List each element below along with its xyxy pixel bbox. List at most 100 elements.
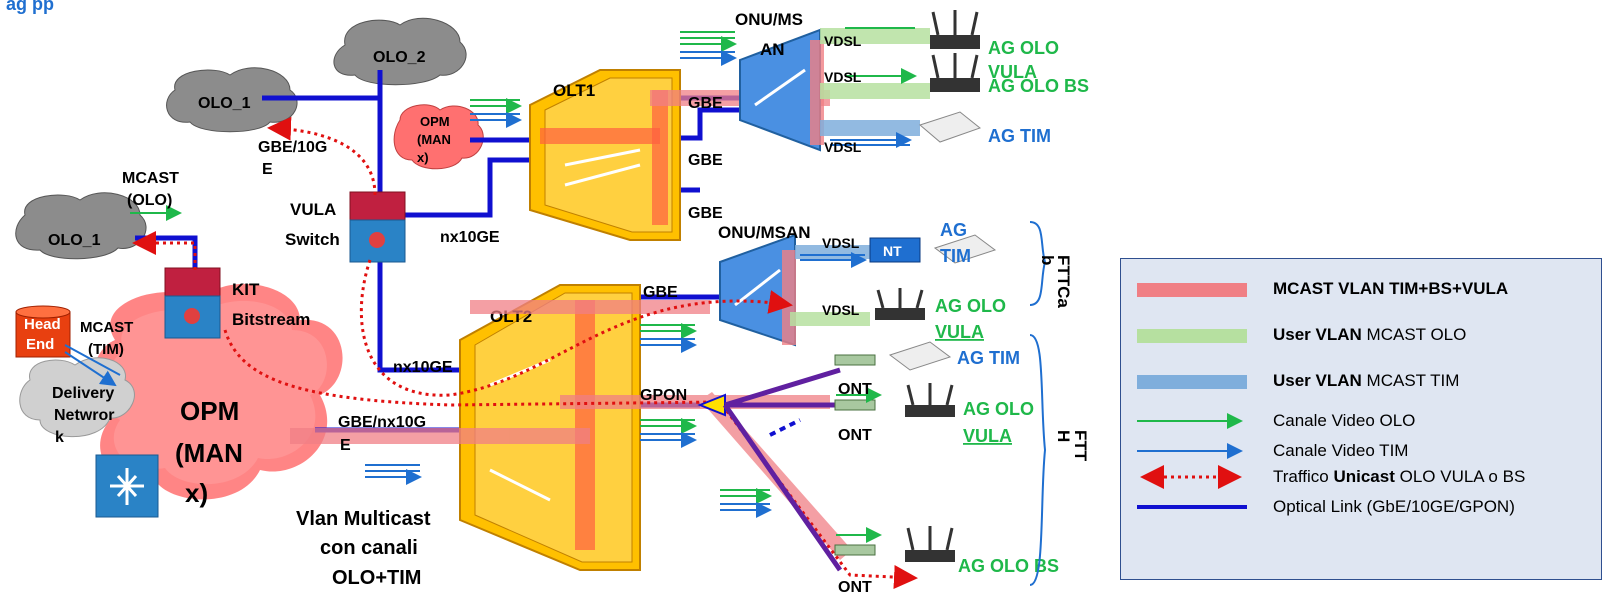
opm-small-cloud: OPM (MAN x) xyxy=(393,104,484,170)
olo-1-top-cloud: OLO_1 xyxy=(166,67,298,133)
opm-man-cloud: OPM (MAN x) xyxy=(91,283,343,508)
gbe-label-3: GBE xyxy=(688,205,723,222)
olo-vlan-band-2 xyxy=(820,83,930,99)
legend-item-3: User VLAN MCAST TIM xyxy=(1273,371,1460,390)
legend-swatch-olo-vlan xyxy=(1137,329,1247,343)
opm-small-label-1: OPM xyxy=(420,114,450,129)
olt2: OLT2 xyxy=(459,284,641,571)
opm-label-3: x) xyxy=(185,478,208,508)
gbe-label-2: GBE xyxy=(688,152,723,169)
legend-item-2: User VLAN MCAST OLO xyxy=(1273,325,1467,344)
ag-tim-label-1: AG TIM xyxy=(988,126,1051,146)
vula-label-2: Switch xyxy=(285,230,340,249)
gbe-label-1: GBE xyxy=(688,95,723,112)
legend-swatch-mcast xyxy=(1137,283,1247,297)
section-braces xyxy=(1029,221,1047,586)
vdsl-label-1: VDSL xyxy=(824,33,862,49)
legend-item-5: Canale Video TIM xyxy=(1273,441,1409,460)
olo-2-cloud: OLO_2 xyxy=(333,17,467,86)
router-icon xyxy=(95,454,159,518)
olo-vlan-band-3 xyxy=(790,312,870,326)
gbe-nx10g-label-2: E xyxy=(340,437,351,454)
vdsl-label-3: VDSL xyxy=(824,139,862,155)
head-end-label-1: Head xyxy=(24,316,61,333)
mcast-olo-label-1: MCAST xyxy=(122,170,179,187)
ag-olo-bs-label-1: AG OLO BS xyxy=(988,76,1089,96)
head-end-label-2: End xyxy=(26,336,54,353)
unicast-traffic xyxy=(132,116,918,590)
ag-vula-label-3: VULA xyxy=(963,426,1012,446)
onu-msan-top: ONU/MS AN xyxy=(735,10,824,152)
header-fragment: ag pp xyxy=(6,0,54,14)
onu-top-label-2: AN xyxy=(760,40,785,59)
nt-label: NT xyxy=(883,243,902,259)
fttcab-label-2: b xyxy=(1038,255,1057,265)
ag-tim-label-3: AG TIM xyxy=(957,348,1020,368)
opm-label-1: OPM xyxy=(180,396,239,426)
onu-top-label-1: ONU/MS xyxy=(735,10,803,29)
link-labels: GBE/10G E MCAST (OLO) GBE GBE GBE GBE nx… xyxy=(122,33,872,596)
ag-vula-label-1: VULA xyxy=(988,62,1037,82)
vlan-multicast-label-3: OLO+TIM xyxy=(332,567,421,589)
delivery-label-2: Netwror xyxy=(54,407,114,424)
onu-mid-label: ONU/MSAN xyxy=(718,223,811,242)
gpon-label: GPON xyxy=(640,387,687,404)
ont-label-2: ONT xyxy=(838,427,872,444)
legend-item-6: Traffico Unicast OLO VULA o BS xyxy=(1273,467,1526,486)
legend-item-1: MCAST VLAN TIM+BS+VULA xyxy=(1273,279,1509,298)
opm-small-label-2: (MAN xyxy=(417,132,451,147)
gbe-10ge-label-1: GBE/10G xyxy=(258,139,327,156)
gbe-10ge-label-2: E xyxy=(262,161,273,178)
ag-tim-label-2b: TIM xyxy=(940,246,971,266)
mcast-olo-label-2: (OLO) xyxy=(127,192,172,209)
vula-label-1: VULA xyxy=(290,200,336,219)
video-channel-arrows xyxy=(130,27,915,543)
olo-2-label: OLO_2 xyxy=(373,49,426,66)
ftth-label-2: H xyxy=(1054,430,1073,442)
vlan-multicast-label-2: con canali xyxy=(320,537,418,559)
kit-label-2: Bitstream xyxy=(232,310,310,329)
kit-label-1: KIT xyxy=(232,280,260,299)
ont-label-1: ONT xyxy=(838,381,872,398)
legend: MCAST VLAN TIM+BS+VULA User VLAN MCAST O… xyxy=(1120,258,1602,580)
kit-bitstream-switch: KIT Bitstream xyxy=(164,267,310,339)
tim-vlan-band-1 xyxy=(820,120,920,136)
nx10ge-label-1: nx10GE xyxy=(440,229,500,246)
vula-switch: VULA Switch xyxy=(285,191,406,263)
opm-small-label-3: x) xyxy=(417,150,429,165)
gbe-nx10g-label-1: GBE/nx10G xyxy=(338,414,426,431)
legend-swatch-tim-vlan xyxy=(1137,375,1247,389)
nx10ge-label-2: nx10GE xyxy=(393,359,453,376)
modem-icons xyxy=(875,10,997,562)
gbe-label-4: GBE xyxy=(643,284,678,301)
olo-1-left-label: OLO_1 xyxy=(48,232,101,249)
ag-olo-bs-label-2: AG OLO BS xyxy=(958,556,1059,576)
ont-devices xyxy=(834,354,876,556)
legend-item-7: Optical Link (GbE/10GE/GPON) xyxy=(1273,497,1515,516)
ag-olo-label-3: AG OLO xyxy=(963,399,1034,419)
mcast-tim-label-2: (TIM) xyxy=(88,341,124,358)
legend-swatches xyxy=(1137,283,1247,509)
fttcab-label-1: FTTCa xyxy=(1054,255,1073,308)
olo-vlan-band-1 xyxy=(820,28,930,44)
ag-labels: AG OLO VULA AG OLO BS AG TIM AG TIM AG O… xyxy=(935,38,1089,576)
legend-item-4: Canale Video OLO xyxy=(1273,411,1416,430)
opm-label-2: (MAN xyxy=(175,438,243,468)
olt1-label: OLT1 xyxy=(553,81,595,100)
ftth-label-1: FTT xyxy=(1071,430,1090,462)
olo-1-top-label: OLO_1 xyxy=(198,95,251,112)
head-end-icon: Head End xyxy=(15,305,71,358)
ag-olo-label-1: AG OLO xyxy=(988,38,1059,58)
ont-label-3: ONT xyxy=(838,579,872,596)
vdsl-label-2: VDSL xyxy=(824,69,862,85)
olt1: OLT1 xyxy=(529,69,681,241)
mcast-tim-label-1: MCAST xyxy=(80,319,133,336)
onu-msan-mid: ONU/MSAN xyxy=(718,223,811,347)
ag-tim-label-2a: AG xyxy=(940,220,967,240)
vlan-multicast-label-1: Vlan Multicast xyxy=(296,508,431,530)
delivery-label-1: Delivery xyxy=(52,385,114,402)
vdsl-label-5: VDSL xyxy=(822,302,860,318)
delivery-label-3: k xyxy=(55,429,64,446)
